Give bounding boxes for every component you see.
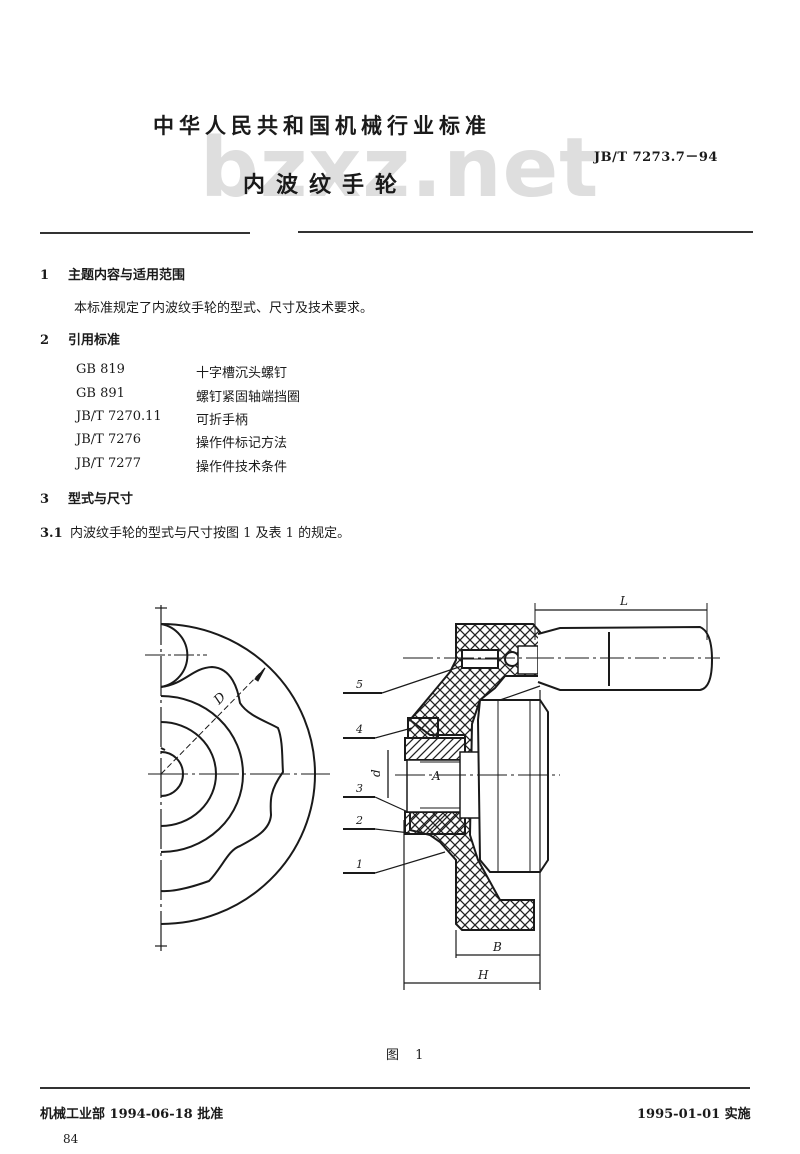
section-title: 主题内容与适用范围 <box>68 268 186 283</box>
reference-name: 操作件技术条件 <box>196 460 288 475</box>
callout-2: 2 <box>355 814 363 827</box>
callout-1: 1 <box>356 858 363 871</box>
reference-name: 十字槽沉头螺钉 <box>196 366 288 381</box>
section-view: A d <box>369 623 560 931</box>
footer-rule <box>40 1087 750 1089</box>
section-2-heading: 2 引用标准 <box>40 329 120 348</box>
dimension-label-A: A <box>431 769 441 783</box>
callout-4: 4 <box>355 723 363 736</box>
approval-date: 机械工业部 1994-06-18 批准 <box>40 1107 224 1122</box>
callout-5: 5 <box>356 678 363 691</box>
organization-title: 中华人民共和国机械行业标准 <box>153 113 491 138</box>
dimension-label-H: H <box>477 968 489 982</box>
reference-name: 可折手柄 <box>196 413 249 428</box>
section-1-heading: 1 主题内容与适用范围 <box>40 264 185 283</box>
document-title: 内波纹手轮 <box>243 172 409 198</box>
front-view: D <box>145 605 330 955</box>
subsection-number: 3.1 <box>40 526 63 541</box>
header-rule-right <box>298 231 753 233</box>
subsection-body: 内波纹手轮的型式与尺寸按图 1 及表 1 的规定。 <box>70 526 351 541</box>
section-number: 1 <box>40 268 50 283</box>
header-rule-left <box>40 232 250 234</box>
effective-date: 1995-01-01 实施 <box>637 1107 751 1122</box>
dimension-label-L: L <box>619 594 628 608</box>
reference-code: GB 819 <box>76 362 125 377</box>
section-number: 2 <box>40 333 50 348</box>
callout-3: 3 <box>356 782 363 795</box>
section-number: 3 <box>40 492 50 507</box>
watermark: bzxz.net <box>200 121 600 216</box>
figure-caption: 图 1 <box>386 1048 430 1063</box>
dimension-label-D: D <box>211 689 230 708</box>
subsection-3-1: 3.1 内波纹手轮的型式与尺寸按图 1 及表 1 的规定。 <box>40 522 350 541</box>
dimension-label-d: d <box>369 769 383 777</box>
reference-code: JB/T 7277 <box>76 456 142 471</box>
page-number: 84 <box>63 1132 79 1146</box>
section-1-body: 本标准规定了内波纹手轮的型式、尺寸及技术要求。 <box>74 301 374 316</box>
reference-code: GB 891 <box>76 386 125 401</box>
dimension-label-B: B <box>492 940 502 954</box>
reference-code: JB/T 7276 <box>76 432 142 447</box>
standard-number: JB/T 7273.7－94 <box>594 150 718 165</box>
reference-name: 操作件标记方法 <box>196 436 288 451</box>
dimensions-bh: B H <box>403 690 541 990</box>
reference-code: JB/T 7270.11 <box>76 409 162 424</box>
folding-handle: L <box>499 594 720 701</box>
reference-name: 螺钉紧固轴端挡圈 <box>196 390 301 405</box>
part-callouts: 5 4 3 2 1 <box>343 665 463 874</box>
section-title: 引用标准 <box>68 333 121 348</box>
section-3-heading: 3 型式与尺寸 <box>40 488 133 507</box>
section-title: 型式与尺寸 <box>68 492 134 507</box>
